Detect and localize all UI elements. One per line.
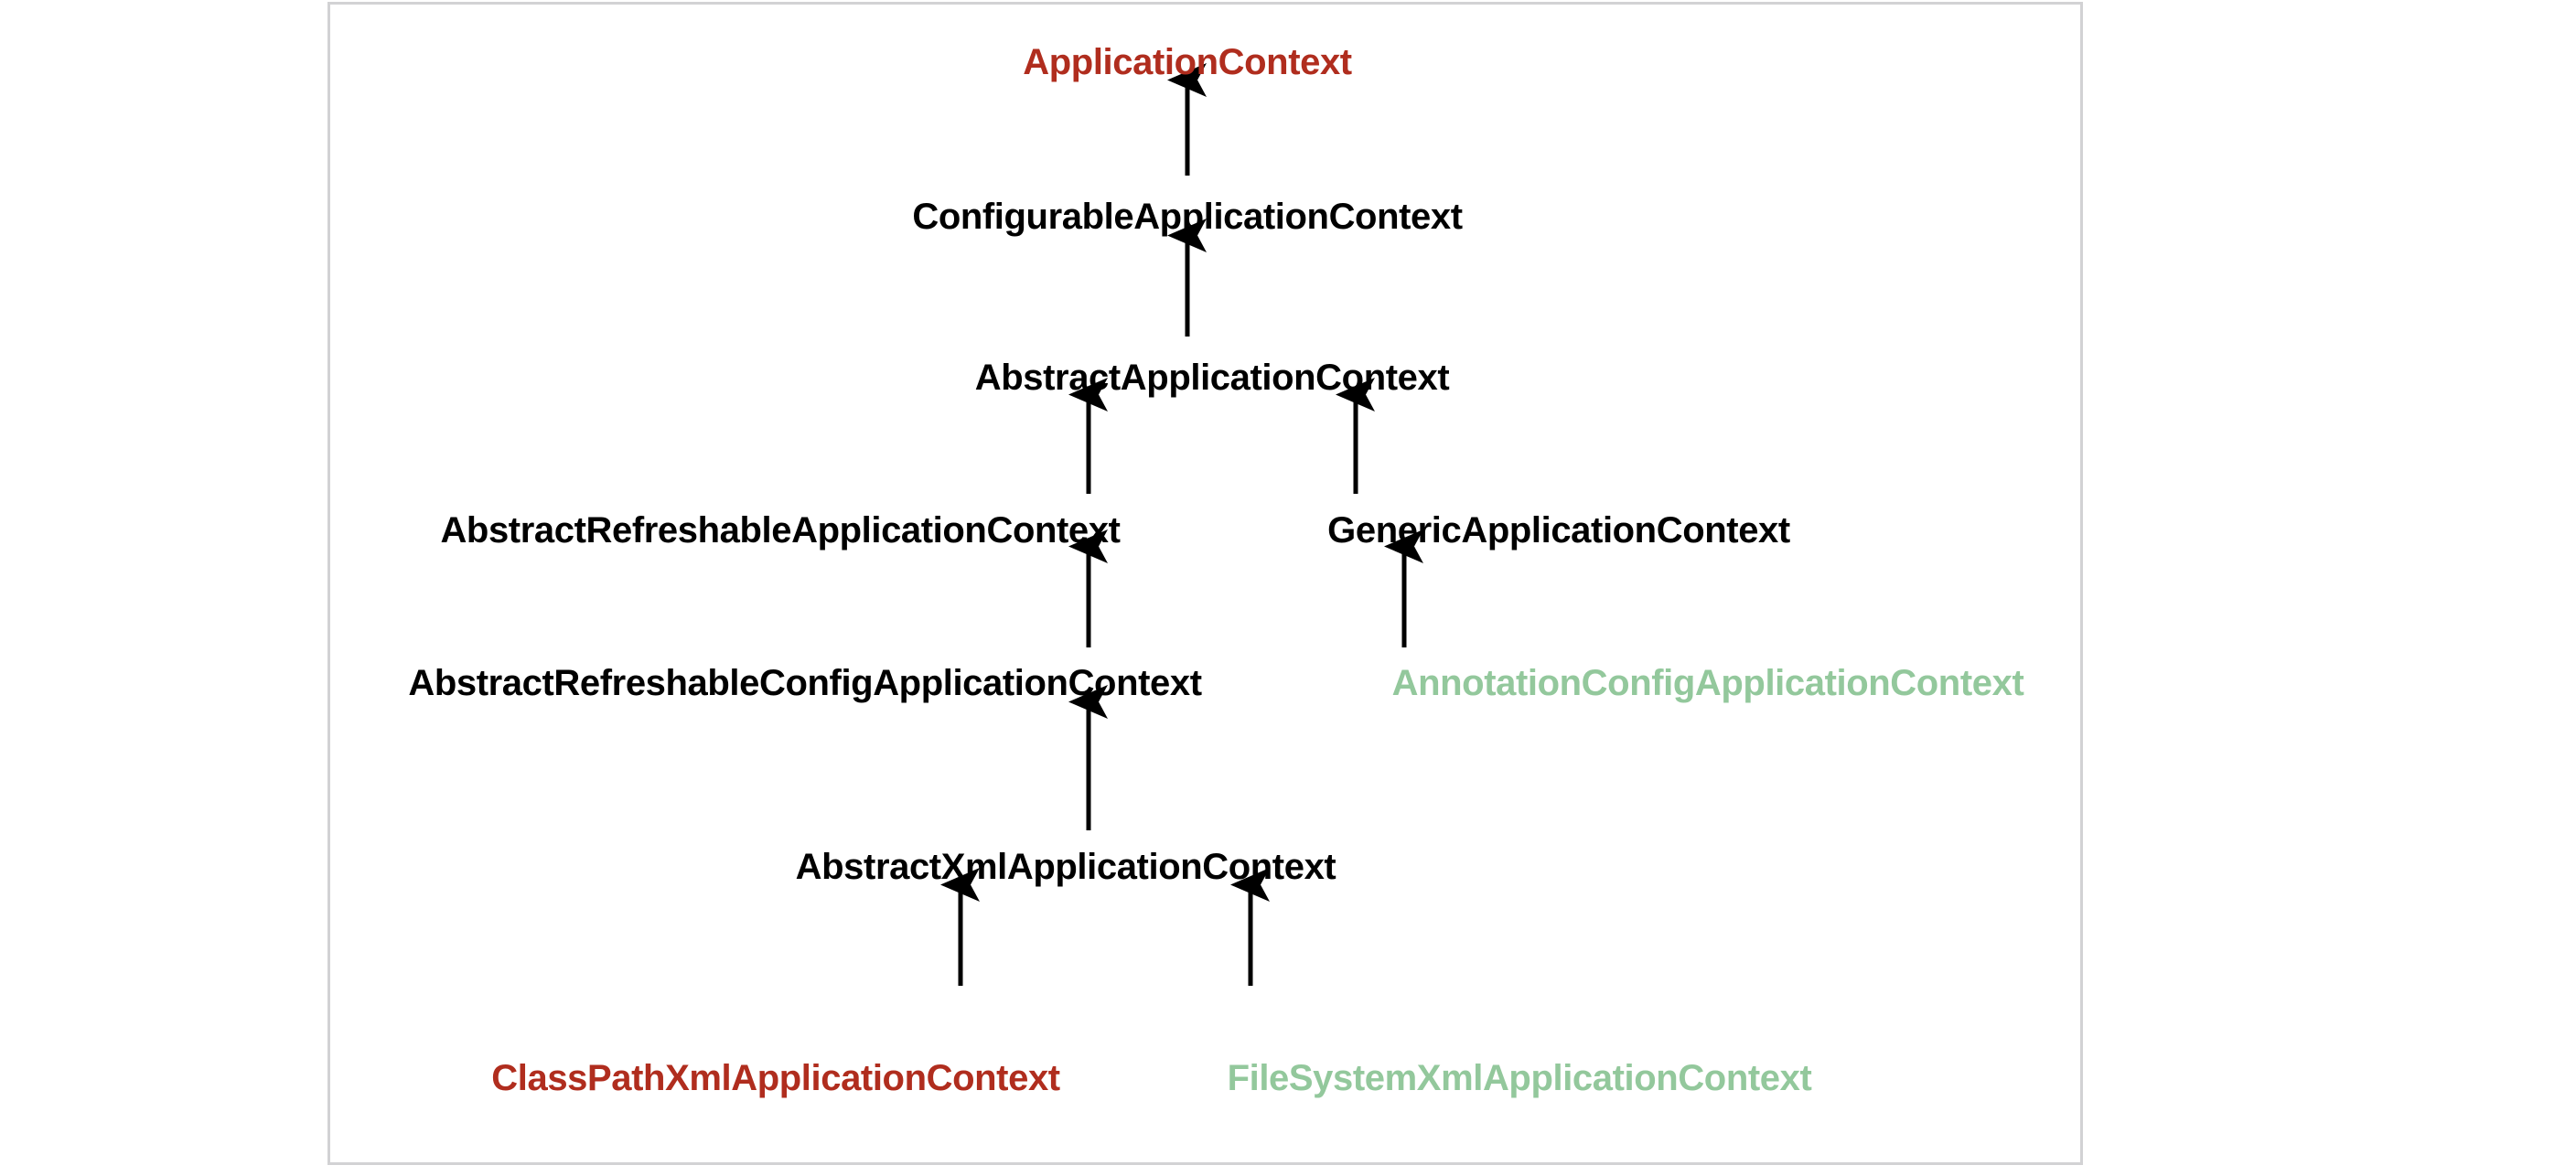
class-node-annotation-config-application-context: AnnotationConfigApplicationContext — [1391, 663, 2024, 703]
class-node-class-path-xml-application-context: ClassPathXmlApplicationContext — [491, 1058, 1060, 1098]
class-node-abstract-refreshable-application-context: AbstractRefreshableApplicationContext — [440, 510, 1121, 551]
class-node-abstract-xml-application-context: AbstractXmlApplicationContext — [795, 847, 1336, 887]
class-node-generic-application-context: GenericApplicationContext — [1327, 510, 1790, 551]
diagram-frame — [327, 2, 2083, 1165]
class-node-application-context: ApplicationContext — [1023, 42, 1352, 82]
class-node-file-system-xml-application-context: FileSystemXmlApplicationContext — [1227, 1058, 1812, 1098]
class-node-abstract-application-context: AbstractApplicationContext — [974, 358, 1450, 398]
class-node-configurable-application-context: ConfigurableApplicationContext — [912, 197, 1463, 237]
class-node-abstract-refreshable-config-application-context: AbstractRefreshableConfigApplicationCont… — [408, 663, 1202, 703]
